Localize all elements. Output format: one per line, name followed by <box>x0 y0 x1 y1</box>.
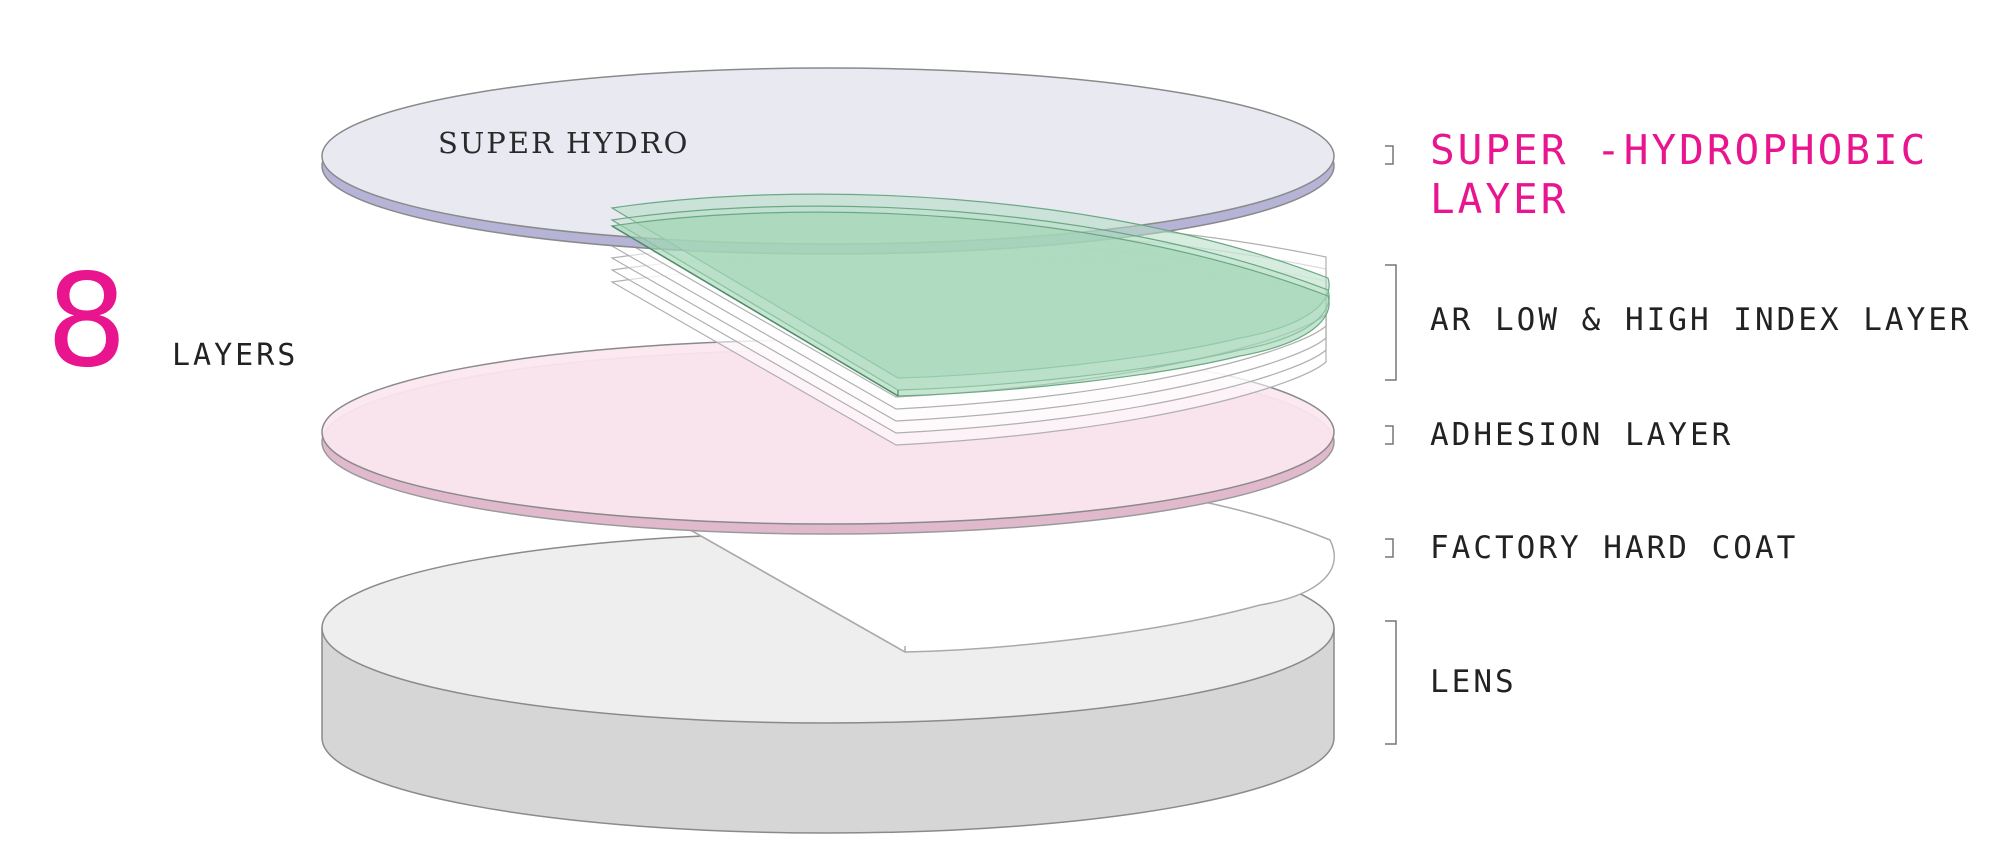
layer-count-word: LAYERS <box>172 338 299 373</box>
bracket-hard-coat <box>1385 538 1394 558</box>
super-hydrophobic-disc <box>321 67 1335 255</box>
layer-count: 8 <box>46 247 128 396</box>
label-lens: LENS <box>1430 664 1517 700</box>
bracket-adhesion <box>1385 425 1394 445</box>
bracket-ar <box>1385 264 1397 381</box>
label-brackets <box>1385 145 1397 745</box>
bracket-super-hydrophobic <box>1385 145 1394 165</box>
label-hard-coat: FACTORY HARD COAT <box>1430 530 1799 566</box>
label-super-hydrophobic-line2: LAYER <box>1430 175 1569 223</box>
label-ar-layer: AR LOW & HIGH INDEX LAYER <box>1430 302 1972 338</box>
label-adhesion-layer: ADHESION LAYER <box>1430 417 1734 453</box>
label-super-hydrophobic: SUPER -HYDROPHOBIC LAYER <box>1430 126 1928 224</box>
ar-green-stack <box>610 193 1330 397</box>
label-super-hydrophobic-line1: SUPER -HYDROPHOBIC <box>1430 126 1929 174</box>
super-hydro-disc-label: SUPER HYDRO <box>438 126 690 160</box>
bracket-lens <box>1385 620 1397 745</box>
